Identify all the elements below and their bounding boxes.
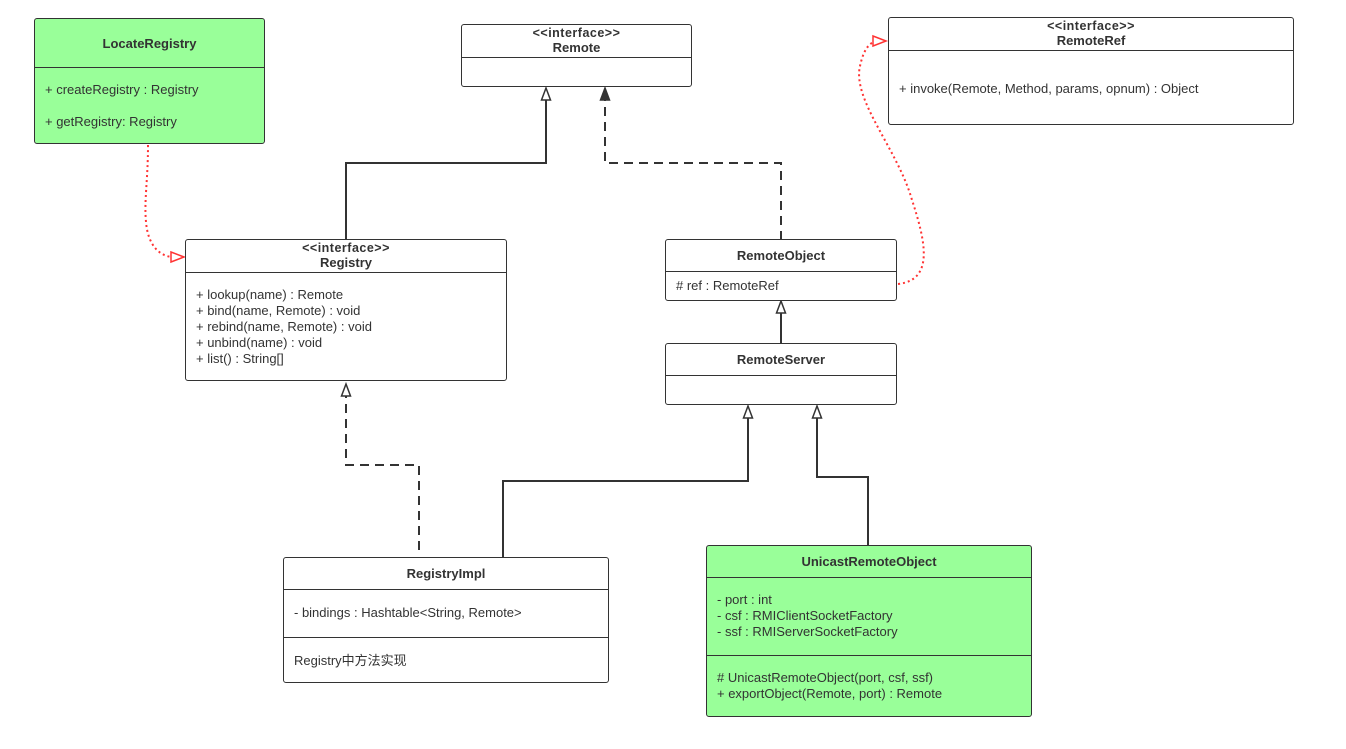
class-remote-object[interactable]: RemoteObject # ref : RemoteRef (665, 239, 897, 301)
locateregistry-depends-registry-line (144, 144, 173, 258)
method: + lookup(name) : Remote (196, 287, 344, 302)
class-registry[interactable]: <<interface>> Registry + lookup(name) : … (185, 239, 507, 381)
attributes-section: - port : int - csf : RMIClientSocketFact… (707, 577, 1031, 655)
method: + rebind(name, Remote) : void (196, 319, 372, 334)
attribute: - csf : RMIClientSocketFactory (717, 608, 893, 623)
remoteserver-extends-remoteobject-arrowhead (775, 298, 787, 314)
class-header: LocateRegistry (35, 19, 264, 67)
method: + exportObject(Remote, port) : Remote (717, 686, 943, 701)
class-header: <<interface>> RemoteRef (889, 18, 1293, 50)
remoteobject-depends-remoteref-line (858, 41, 925, 285)
class-name: Remote (552, 40, 601, 55)
registry-extends-remote-arrowhead (540, 85, 552, 101)
attribute: - ssf : RMIServerSocketFactory (717, 624, 898, 639)
stereotype-label: <<interface>> (532, 26, 621, 40)
method: + invoke(Remote, Method, params, opnum) … (899, 81, 1199, 96)
class-header: RemoteServer (666, 344, 896, 375)
registryimpl-implements-registry-arrowhead (340, 381, 352, 397)
attributes-section: # ref : RemoteRef (666, 271, 896, 299)
registryimpl-extends-remoteserver-arrowhead (742, 403, 754, 419)
stereotype-label: <<interface>> (1047, 19, 1135, 33)
registryimpl-implements-registry-line (345, 396, 420, 550)
unicast-extends-remoteserver-arrowhead (811, 403, 823, 419)
method: + createRegistry : Registry (45, 82, 199, 97)
methods-section: + createRegistry : Registry + getRegistr… (35, 67, 264, 143)
remoteobject-implements-remote-arrowhead (599, 85, 611, 101)
class-header: RegistryImpl (284, 558, 608, 589)
class-name: UnicastRemoteObject (801, 554, 937, 569)
class-name: LocateRegistry (102, 35, 197, 51)
method: + list() : String[] (196, 351, 284, 366)
class-header: RemoteObject (666, 240, 896, 271)
methods-section: # UnicastRemoteObject(port, csf, ssf) + … (707, 655, 1031, 715)
method: Registry中方法实现 (294, 653, 407, 668)
method: # UnicastRemoteObject(port, csf, ssf) (717, 670, 934, 685)
registry-extends-remote-line (345, 100, 547, 240)
remoteobject-implements-remote-line (604, 100, 782, 240)
stereotype-label: <<interface>> (302, 241, 390, 255)
class-header: <<interface>> Remote (462, 25, 691, 57)
class-name: RemoteRef (1056, 33, 1126, 48)
class-header: UnicastRemoteObject (707, 546, 1031, 577)
empty-section (666, 375, 896, 403)
class-remote-server[interactable]: RemoteServer (665, 343, 897, 405)
class-remote-ref[interactable]: <<interface>> RemoteRef + invoke(Remote,… (888, 17, 1294, 125)
methods-section: + lookup(name) : Remote + bind(name, Rem… (186, 272, 506, 378)
method: + bind(name, Remote) : void (196, 303, 361, 318)
class-unicast-remote-object[interactable]: UnicastRemoteObject - port : int - csf :… (706, 545, 1032, 717)
class-registry-impl[interactable]: RegistryImpl - bindings : Hashtable<Stri… (283, 557, 609, 683)
class-name: RemoteObject (736, 248, 826, 263)
class-locate-registry[interactable]: LocateRegistry + createRegistry : Regist… (34, 18, 265, 144)
class-remote[interactable]: <<interface>> Remote (461, 24, 692, 87)
empty-section (462, 57, 691, 85)
method: + getRegistry: Registry (45, 114, 177, 129)
class-name: RegistryImpl (406, 566, 486, 581)
class-header: <<interface>> Registry (186, 240, 506, 272)
locateregistry-depends-remoteref-arrowhead (872, 34, 889, 48)
attributes-section: - bindings : Hashtable<String, Remote> (284, 589, 608, 637)
locateregistry-depends-registry-arrowhead (170, 250, 187, 264)
unicast-extends-remoteserver-line (816, 418, 869, 546)
attribute: - port : int (717, 592, 772, 607)
attribute: - bindings : Hashtable<String, Remote> (294, 605, 522, 620)
registryimpl-extends-remoteserver-line (502, 418, 749, 558)
class-name: RemoteServer (736, 352, 826, 367)
methods-section: Registry中方法实现 (284, 637, 608, 681)
method: + unbind(name) : void (196, 335, 323, 350)
attribute: # ref : RemoteRef (676, 278, 779, 293)
class-name: Registry (319, 255, 373, 270)
methods-section: + invoke(Remote, Method, params, opnum) … (889, 50, 1293, 122)
